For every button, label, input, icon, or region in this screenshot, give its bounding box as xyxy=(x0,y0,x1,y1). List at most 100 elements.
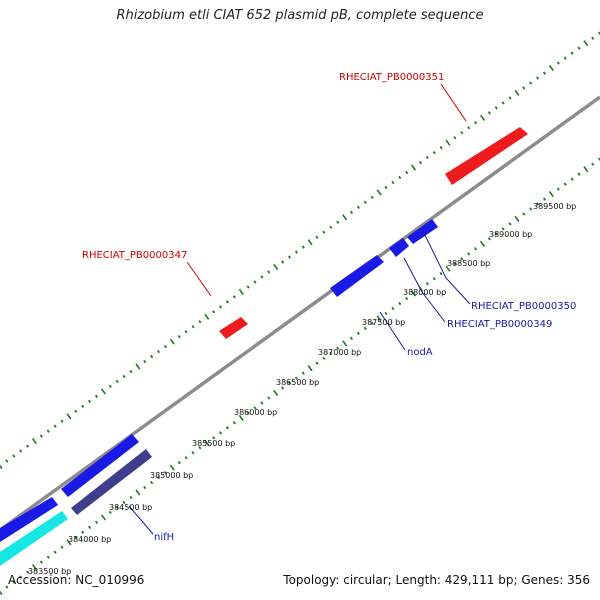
tick-mark xyxy=(307,239,313,246)
tick-mark xyxy=(5,459,9,463)
tick-mark xyxy=(439,271,443,276)
tick-label: 385500 bp xyxy=(192,439,235,448)
gene-label-g349[interactable]: RHECIAT_PB0000349 xyxy=(447,319,552,330)
gene-blue-left[interactable] xyxy=(61,434,139,497)
tick-mark xyxy=(31,438,37,445)
tick-mark xyxy=(108,510,112,515)
tick-mark xyxy=(542,197,547,201)
tick-mark xyxy=(349,210,354,215)
tick-mark xyxy=(405,170,409,175)
tick-mark xyxy=(376,315,382,322)
tick-mark xyxy=(19,575,23,579)
tick-mark xyxy=(212,436,216,440)
tick-mark xyxy=(53,550,57,554)
tick-mark xyxy=(232,295,236,299)
tick-mark xyxy=(246,411,250,415)
gene-rheciat-pb0000347[interactable] xyxy=(219,317,248,339)
gene-blue-edge[interactable] xyxy=(0,497,58,542)
tick-mark xyxy=(508,222,512,226)
tick-mark xyxy=(74,535,78,539)
tick-mark xyxy=(370,195,374,200)
tick-mark xyxy=(556,187,560,191)
tick-mark xyxy=(19,449,23,453)
accession-text: Accession: NC_010996 xyxy=(8,573,145,587)
tick-mark xyxy=(267,396,271,400)
gene-cyan[interactable] xyxy=(0,511,68,566)
tick-mark xyxy=(460,131,464,135)
tick-mark xyxy=(94,520,99,525)
tick-mark xyxy=(218,431,223,435)
tick-mark xyxy=(260,275,264,279)
tick-mark xyxy=(522,212,526,216)
tick-mark xyxy=(487,237,491,241)
tick-mark xyxy=(363,326,367,331)
tick-mark xyxy=(46,429,50,433)
tick-mark xyxy=(135,363,141,370)
leader-g347 xyxy=(186,261,212,297)
tick-mark xyxy=(542,71,547,75)
tick-label: 386500 bp xyxy=(276,378,319,387)
tick-mark xyxy=(238,414,244,421)
tick-mark xyxy=(398,301,402,306)
tick-mark xyxy=(467,126,471,130)
tick-mark xyxy=(474,121,478,125)
gene-rheciat-pb0000351[interactable] xyxy=(445,127,528,185)
tick-label: 389000 bp xyxy=(489,230,532,239)
gene-rheciat-pb0000350[interactable] xyxy=(407,219,438,244)
tick-mark xyxy=(501,101,505,105)
tick-mark xyxy=(273,389,279,397)
tick-mark xyxy=(204,439,210,446)
tick-mark xyxy=(163,344,167,349)
inner-tick-track xyxy=(0,157,600,596)
tick-mark xyxy=(260,401,264,405)
tick-mark xyxy=(26,570,30,574)
tick-mark xyxy=(453,262,457,266)
tick-mark xyxy=(336,346,340,350)
tick-mark xyxy=(583,40,589,47)
tick-mark xyxy=(122,500,126,505)
tick-label: 383500 bp xyxy=(28,567,71,576)
gene-label-g351[interactable]: RHECIAT_PB0000351 xyxy=(339,72,444,83)
tick-mark xyxy=(184,456,188,460)
gene-label-nifh[interactable]: nifH xyxy=(154,532,174,543)
gene-label-g347[interactable]: RHECIAT_PB0000347 xyxy=(82,250,187,261)
tick-mark xyxy=(356,331,360,336)
tick-mark xyxy=(322,230,326,234)
tick-mark xyxy=(563,182,567,186)
tick-mark xyxy=(583,166,589,173)
tick-mark xyxy=(225,426,230,430)
gene-nifh[interactable] xyxy=(71,449,152,515)
tick-mark xyxy=(384,311,388,316)
leader-g350 xyxy=(421,228,471,305)
tick-mark xyxy=(129,369,133,374)
tick-mark xyxy=(494,232,498,236)
gene-label-noda[interactable]: nodA xyxy=(407,347,433,358)
tick-mark xyxy=(494,106,498,110)
tick-mark xyxy=(294,376,298,380)
gene-label-g350[interactable]: RHECIAT_PB0000350 xyxy=(471,301,576,312)
tick-mark xyxy=(577,46,581,50)
tick-mark xyxy=(143,359,147,364)
tick-mark xyxy=(342,340,348,347)
tick-mark xyxy=(177,460,181,465)
gene-noda[interactable] xyxy=(330,255,384,297)
tick-label: 387500 bp xyxy=(362,318,405,327)
tick-mark xyxy=(5,585,9,589)
leader-nifh xyxy=(128,505,154,535)
tick-mark xyxy=(536,202,540,206)
tick-mark xyxy=(445,139,451,146)
tick-mark xyxy=(548,65,554,72)
tick-mark xyxy=(74,409,78,413)
gene-rheciat-pb0000349[interactable] xyxy=(389,238,409,257)
tick-mark xyxy=(60,545,64,549)
tick-mark xyxy=(425,155,429,160)
tick-mark xyxy=(315,235,319,239)
tick-mark xyxy=(191,325,195,329)
tick-mark xyxy=(445,265,451,272)
tick-mark xyxy=(12,580,16,584)
tick-mark xyxy=(425,281,429,286)
tick-label: 389500 bp xyxy=(533,202,576,211)
tick-mark xyxy=(370,321,374,326)
leader-g351 xyxy=(440,83,467,122)
